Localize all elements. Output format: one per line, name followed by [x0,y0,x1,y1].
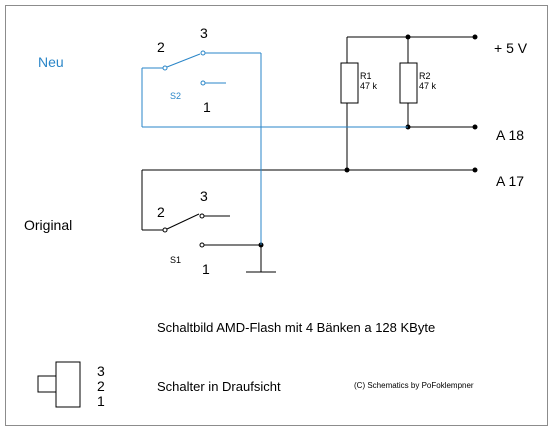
label-a18: A 18 [496,127,525,143]
terminal-5v [472,34,478,40]
terminal-a18 [472,124,478,130]
s1-contact-1 [199,242,205,248]
label-r2: R2 47 k [419,71,436,91]
s2-lever [166,53,201,68]
s1-lever [166,213,200,230]
diagram-frame [5,5,548,426]
label-original: Original [24,217,73,233]
s2-contact-2 [162,65,168,71]
s1-pin-1-label: 1 [202,261,210,277]
top-view-label: Schalter in Draufsicht [157,379,281,394]
label-plus-5v: + 5 V [494,40,528,56]
label-a17: A 17 [496,173,525,189]
resistor-r2 [399,62,418,104]
diagram-title: Schaltbild AMD-Flash mit 4 Bänken a 128 … [157,320,436,335]
switch-lever-legend [37,375,57,393]
s2-contact-3 [200,50,206,56]
switch-body-legend [55,361,81,408]
r1-value: 47 k [360,81,378,91]
r2-name: R2 [419,71,431,81]
s1-pin-3-label: 3 [200,188,208,204]
s2-pin-1-label: 1 [203,99,211,115]
label-neu: Neu [38,54,64,70]
node-a17 [344,167,350,173]
s2-label: S2 [170,91,182,101]
r1-name: R1 [360,71,372,81]
s2-pin-3-label: 3 [200,25,208,41]
label-r1: R1 47 k [360,71,377,91]
legend-pin-3: 3 [97,363,105,379]
s2-contact-1 [200,80,206,86]
s1-contact-2 [162,227,168,233]
s2-pin-2-label: 2 [157,39,165,55]
r2-value: 47 k [419,81,437,91]
resistor-r1 [340,62,359,104]
s1-contact-3 [199,213,205,219]
credit-label: (C) Schematics by PoFoklempner [354,381,474,390]
legend-pin-2: 2 [97,378,105,394]
s1-pin-2-label: 2 [157,204,165,220]
legend-pin-1: 1 [97,393,105,409]
s1-label: S1 [170,255,182,265]
terminal-a17 [472,167,478,173]
